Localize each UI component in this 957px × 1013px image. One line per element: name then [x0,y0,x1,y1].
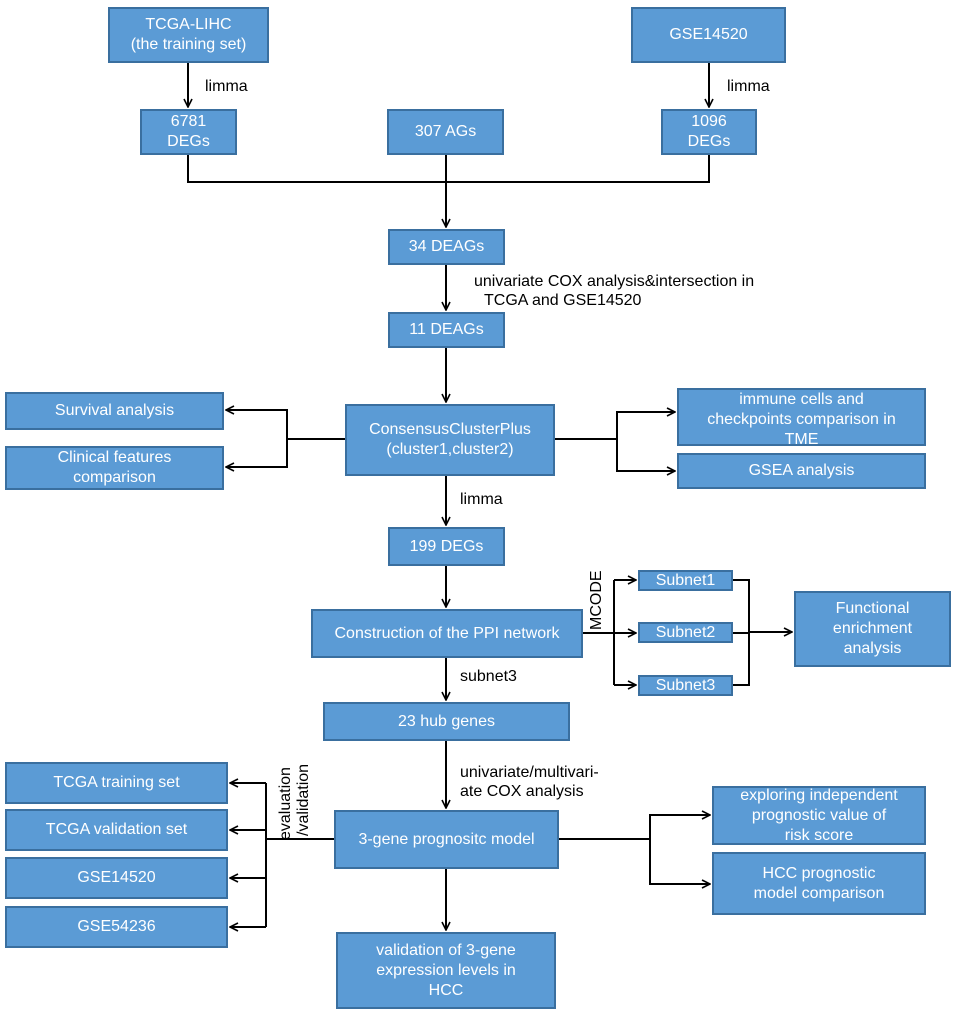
degs-1096-box: 1096 DEGs [661,109,757,155]
degs-199-box: 199 DEGs [388,527,505,566]
arrow-to-exploring [649,815,710,839]
box-text: 11 DEAGs [409,321,484,338]
box-text: exploring independent [740,786,898,804]
tcga-training-set-box: TCGA training set [5,762,228,804]
box-text: 307 AGs [414,123,477,140]
box-text: Survival analysis [54,402,175,419]
box-text: 3-gene prognositc model [358,830,535,848]
box-text: Construction of the PPI network [334,624,560,642]
prognostic-model-box: 3-gene prognositc model [334,810,559,869]
immune-cells-box: immune cells and checkpoints comparison … [677,388,926,446]
validation-edge-label: /validation [295,763,312,836]
box-text: model comparison [753,884,885,902]
arrow-to-clinical [226,439,288,467]
box-text: HCC [428,981,464,999]
univariate-multivariate-label-line2: ate COX analysis [460,783,584,800]
survival-analysis-box: Survival analysis [5,392,224,430]
box-text: HCC prognostic [762,864,876,882]
box-text: TME [784,431,819,446]
functional-enrichment-box: Functional enrichment analysis [794,591,951,667]
subnet1-box: Subnet1 [638,570,733,591]
box-text: comparison [73,469,156,486]
deags-34-box: 34 DEAGs [388,229,505,265]
box-text: analysis [843,640,902,657]
tcga-lihc-box: TCGA-LIHC (the training set) [108,7,269,63]
univariate-multivariate-label-line1: univariate/multivari- [460,764,599,781]
box-text: (the training set) [130,36,247,53]
degs-6781-box: 6781 DEGs [140,109,237,155]
box-text: 23 hub genes [398,712,495,730]
mcode-label: MCODE [588,570,605,630]
subnet2-box: Subnet2 [638,622,733,643]
box-text: 6781 [170,113,207,130]
ppi-network-box: Construction of the PPI network [311,609,583,658]
exploring-independent-box: exploring independent prognostic value o… [712,786,926,845]
box-text: DEGs [687,133,731,150]
box-text: risk score [784,826,854,844]
evaluation-label: evaluation [277,767,294,840]
merge-line-degs [187,155,710,183]
gse14520-top-box: GSE14520 [631,7,786,63]
ags-307-box: 307 AGs [387,109,504,155]
box-text: TCGA validation set [45,821,188,838]
box-text: GSE14520 [669,26,748,43]
box-text: Subnet2 [655,623,716,641]
box-text: validation of 3-gene [376,941,516,959]
box-text: ConsensusClusterPlus [369,421,531,438]
box-text: GSEA analysis [748,462,855,479]
box-text: GSE54236 [77,918,156,935]
gsea-analysis-box: GSEA analysis [677,453,926,489]
box-text: GSE14520 [77,869,156,886]
gse54236-box: GSE54236 [5,906,228,948]
consensus-cluster-box: ConsensusClusterPlus (cluster1,cluster2) [345,404,555,476]
box-text: immune cells and [739,391,864,408]
arrow-to-hcc-model [649,839,710,884]
gse14520-bottom-box: GSE14520 [5,857,228,899]
limma-right-label: limma [727,78,770,95]
limma-left-label: limma [205,78,248,95]
cox-intersection-label-line1: univariate COX analysis&intersection in [474,273,755,290]
clinical-features-box: Clinical features comparison [5,446,224,490]
box-text: 34 DEAGs [408,238,485,255]
deags-11-box: 11 DEAGs [388,312,505,348]
box-text: Subnet3 [655,676,716,694]
validation-expression-box: validation of 3-gene expression levels i… [336,932,556,1009]
box-text: checkpoints comparison in [707,411,896,428]
hcc-model-comparison-box: HCC prognostic model comparison [712,852,926,915]
box-text: enrichment [832,620,913,637]
box-text: expression levels in [376,961,516,979]
box-text: (cluster1,cluster2) [386,441,514,458]
box-text: TCGA-LIHC [145,16,232,33]
cox-intersection-label-line2: TCGA and GSE14520 [484,292,642,309]
box-text: DEGs [167,133,210,150]
box-text: 199 DEGs [409,537,484,555]
box-text: TCGA training set [53,774,180,791]
box-text: Functional [835,600,910,617]
arrow-to-gsea [616,439,675,471]
arrow-to-survival [226,410,288,439]
hub-genes-box: 23 hub genes [323,702,570,741]
limma-mid-label: limma [460,491,503,508]
arrow-to-immune [616,412,675,439]
box-text: 1096 [691,113,727,130]
box-text: Subnet1 [655,571,716,589]
subnet3-edge-label: subnet3 [460,668,517,685]
box-text: prognostic value of [751,806,887,824]
tcga-validation-set-box: TCGA validation set [5,809,228,851]
box-text: Clinical features [57,449,172,466]
subnet3-box: Subnet3 [638,675,733,696]
